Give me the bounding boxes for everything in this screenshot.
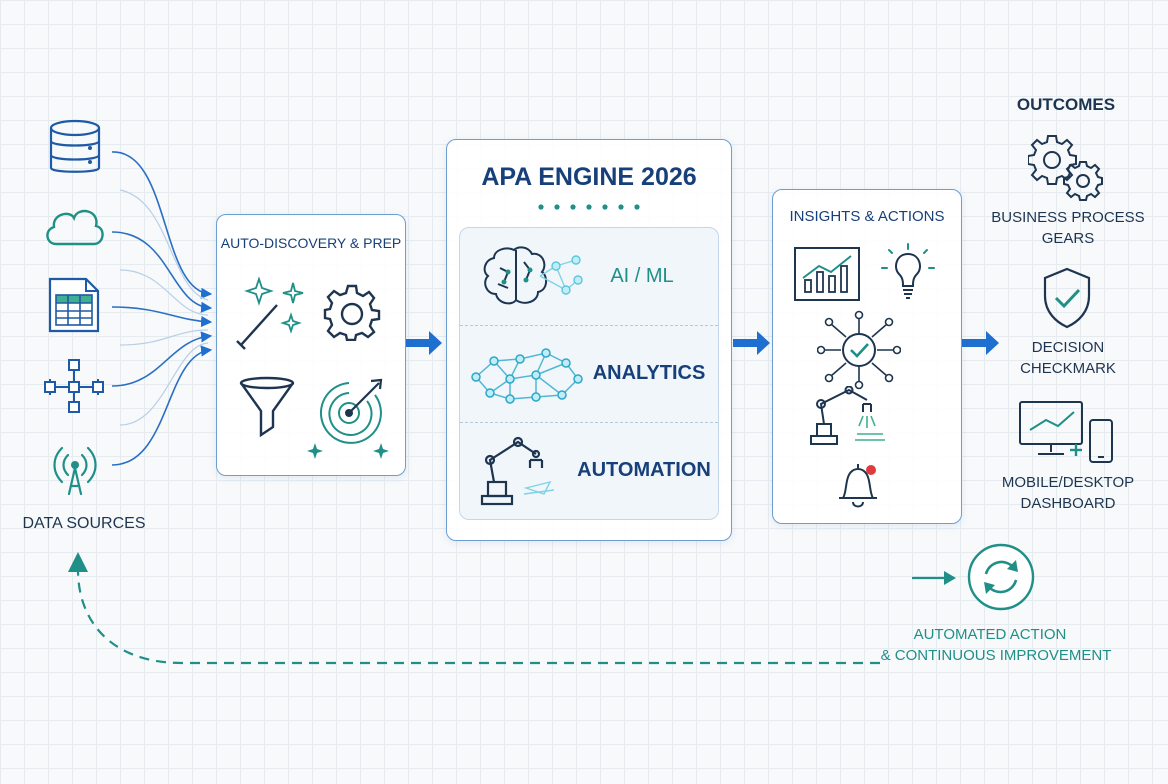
outcome-decision-line1: DECISION bbox=[1031, 339, 1105, 356]
refresh-cycle-icon bbox=[967, 543, 1035, 611]
insights-title: INSIGHTS & ACTIONS bbox=[789, 208, 945, 225]
gears-icon bbox=[1028, 135, 1103, 201]
network-mesh-icon bbox=[471, 348, 583, 404]
engine-layers-container: AI / ML ANALYTICS bbox=[459, 227, 719, 520]
apa-engine-panel: APA ENGINE 2026 AI / ML bbox=[446, 139, 732, 541]
feedback-line2: & CONTINUOUS IMPROVEMENT bbox=[880, 647, 1112, 664]
broadcast-antenna-icon bbox=[53, 446, 97, 496]
auto-discovery-title: AUTO-DISCOVERY & PREP bbox=[220, 235, 402, 251]
bell-icon bbox=[839, 464, 877, 508]
target-icon bbox=[307, 378, 389, 459]
bar-chart-icon bbox=[794, 247, 860, 301]
robot-arm-icon bbox=[810, 386, 885, 445]
robot-arm-icon bbox=[480, 436, 555, 506]
layer-analytics: ANALYTICS bbox=[460, 325, 718, 423]
data-sources-title: DATA SOURCES bbox=[22, 515, 146, 532]
layer-ai-ml: AI / ML bbox=[460, 228, 718, 326]
layer-ai-ml-label: AI / ML bbox=[610, 265, 674, 287]
shield-check-icon bbox=[1043, 267, 1091, 329]
gear-icon bbox=[323, 284, 381, 341]
layer-automation: AUTOMATION bbox=[460, 422, 718, 519]
lightbulb-icon bbox=[881, 243, 935, 299]
database-icon bbox=[49, 119, 101, 173]
outcome-gears-line2: GEARS bbox=[1041, 230, 1095, 247]
feedback-line1: AUTOMATED ACTION bbox=[913, 626, 1067, 643]
outcome-dashboard-line1: MOBILE/DESKTOP bbox=[1001, 474, 1135, 491]
title-dots-decoration bbox=[538, 204, 640, 210]
cloud-icon bbox=[46, 209, 104, 246]
hub-check-icon bbox=[817, 310, 901, 390]
monitor-phone-icon bbox=[1019, 401, 1113, 463]
layer-analytics-label: ANALYTICS bbox=[592, 362, 706, 384]
apa-engine-title: APA ENGINE 2026 bbox=[481, 163, 697, 191]
magic-wand-icon bbox=[236, 277, 304, 350]
spreadsheet-icon bbox=[48, 277, 100, 333]
outcome-decision-line2: CHECKMARK bbox=[1020, 360, 1116, 377]
feedback-loop bbox=[68, 552, 956, 665]
outcome-dashboard-line2: DASHBOARD bbox=[1020, 495, 1116, 512]
network-hierarchy-icon bbox=[44, 359, 104, 413]
stage-arrows bbox=[405, 331, 999, 355]
source-connector-lines bbox=[111, 151, 213, 466]
funnel-icon bbox=[239, 376, 295, 438]
auto-discovery-panel: AUTO-DISCOVERY & PREP bbox=[216, 214, 406, 476]
layer-automation-label: AUTOMATION bbox=[577, 459, 711, 481]
brain-icon bbox=[483, 246, 583, 305]
outcome-gears-line1: BUSINESS PROCESS bbox=[991, 209, 1145, 226]
insights-panel: INSIGHTS & ACTIONS bbox=[772, 189, 962, 524]
outcomes-title: OUTCOMES bbox=[1016, 95, 1116, 114]
